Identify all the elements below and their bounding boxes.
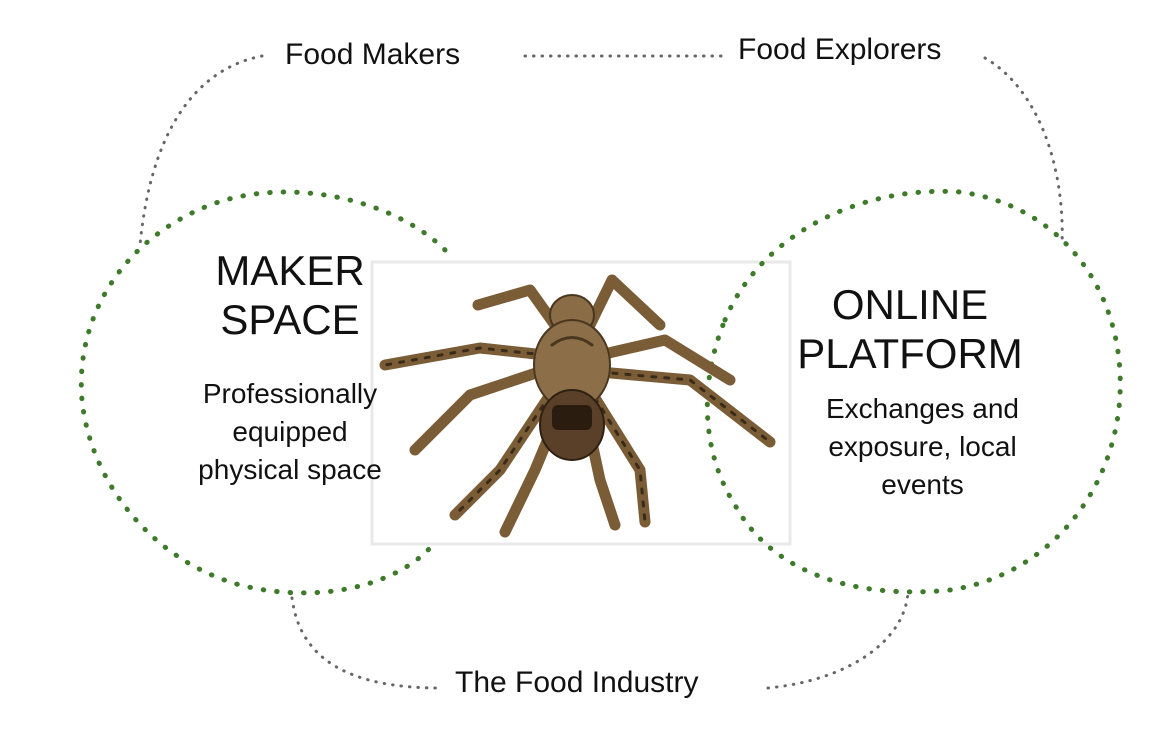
maker-space-desc-line1: Professionally <box>202 378 378 409</box>
online-platform-title: ONLINE PLATFORM <box>775 280 1045 378</box>
maker-space-title-line2: SPACE <box>220 296 360 343</box>
online-platform-desc-line1: Exchanges and <box>825 393 1020 424</box>
label-food-industry: The Food Industry <box>455 666 699 699</box>
maker-space-title: MAKER SPACE <box>190 246 390 344</box>
maker-space-ring <box>78 189 448 596</box>
maker-space-title-line1: MAKER <box>215 247 365 294</box>
maker-space-description: Professionally equipped physical space <box>170 375 410 489</box>
online-platform-ring <box>704 188 1123 595</box>
outer-dotted-loop <box>138 54 1064 690</box>
online-platform-desc-line2: exposure, local <box>828 431 1017 462</box>
online-platform-desc-line3: events <box>881 469 964 500</box>
label-food-makers: Food Makers <box>285 38 461 71</box>
maker-space-desc-line2: equipped <box>232 416 348 447</box>
online-platform-title-line1: ONLINE <box>831 281 989 328</box>
online-platform-title-line2: PLATFORM <box>797 330 1023 377</box>
label-food-explorers: Food Explorers <box>738 33 942 66</box>
online-platform-description: Exchanges and exposure, local events <box>795 390 1050 504</box>
maker-space-desc-line3: physical space <box>198 454 382 485</box>
spider-image <box>379 274 776 538</box>
